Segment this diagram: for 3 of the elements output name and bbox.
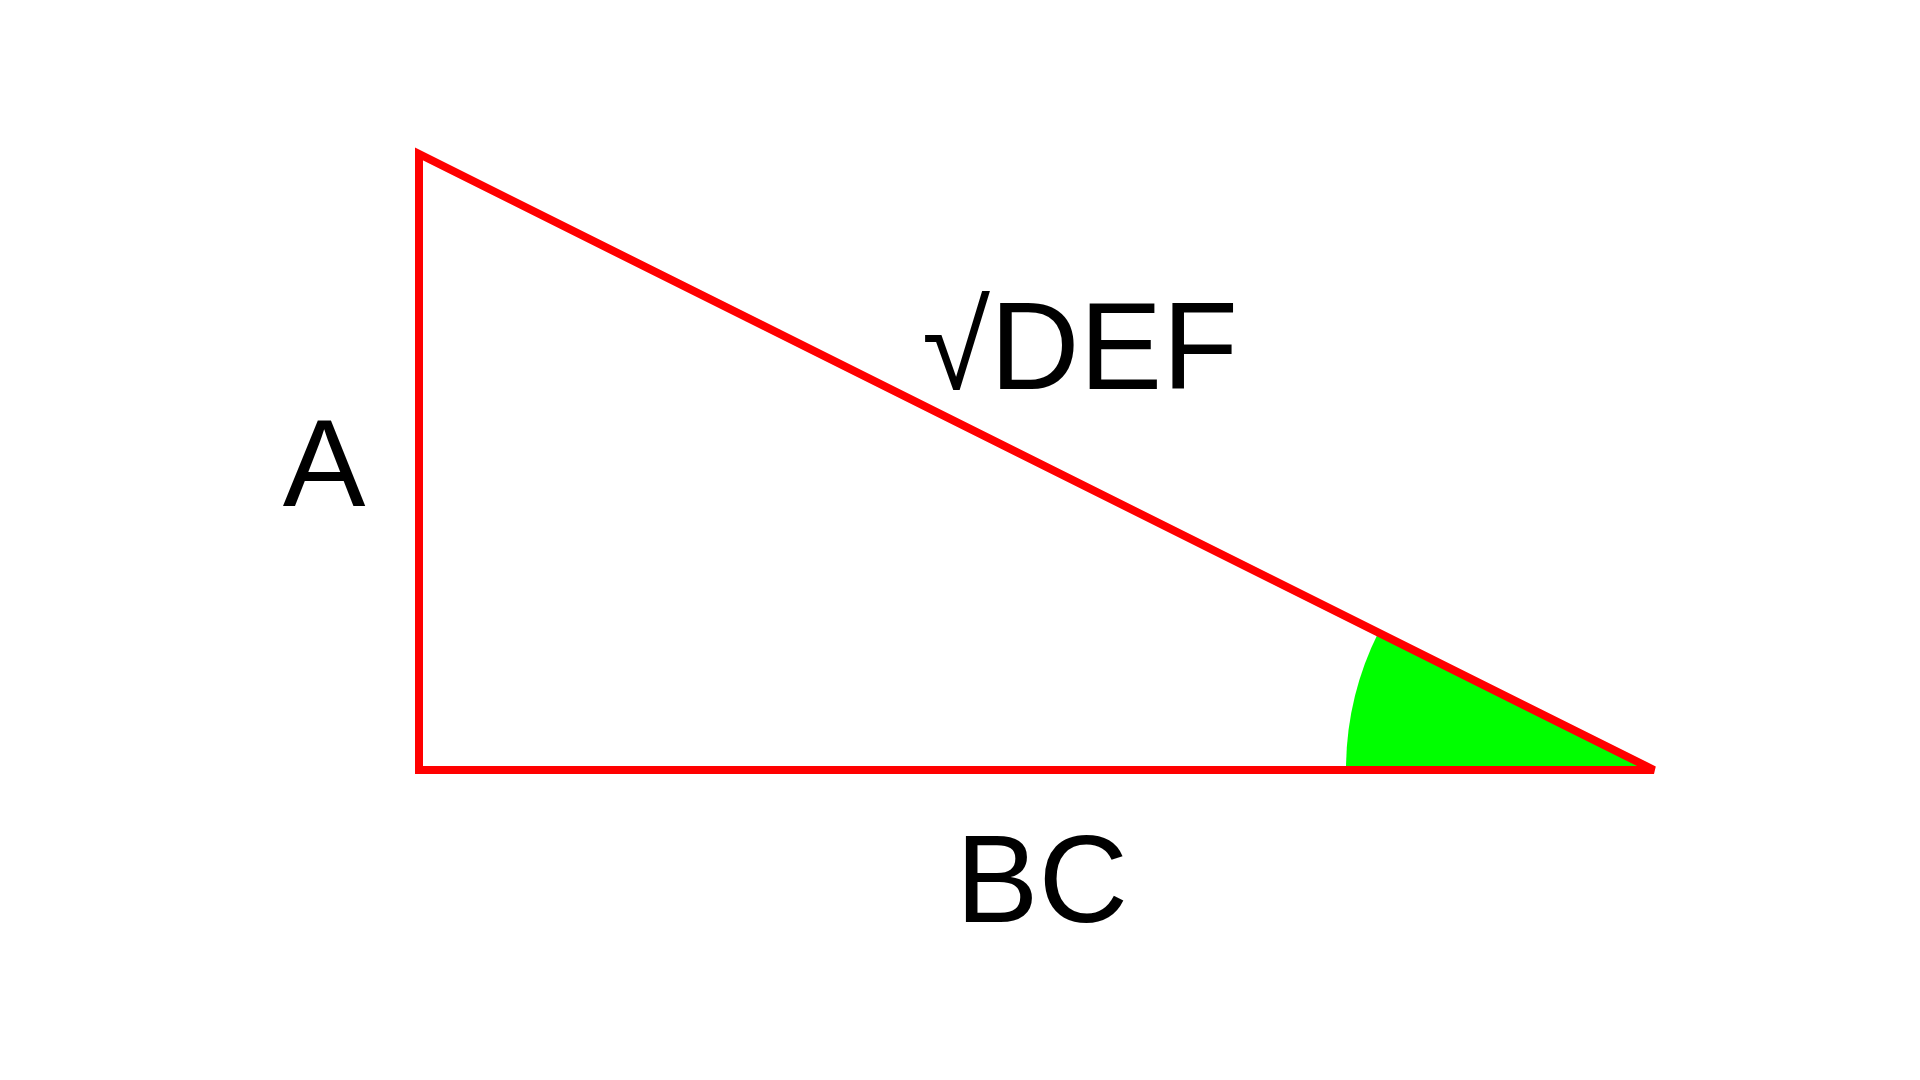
side-label: √DEF (921, 284, 1239, 408)
side-label: BC (955, 817, 1129, 941)
side-label: A (282, 401, 366, 525)
